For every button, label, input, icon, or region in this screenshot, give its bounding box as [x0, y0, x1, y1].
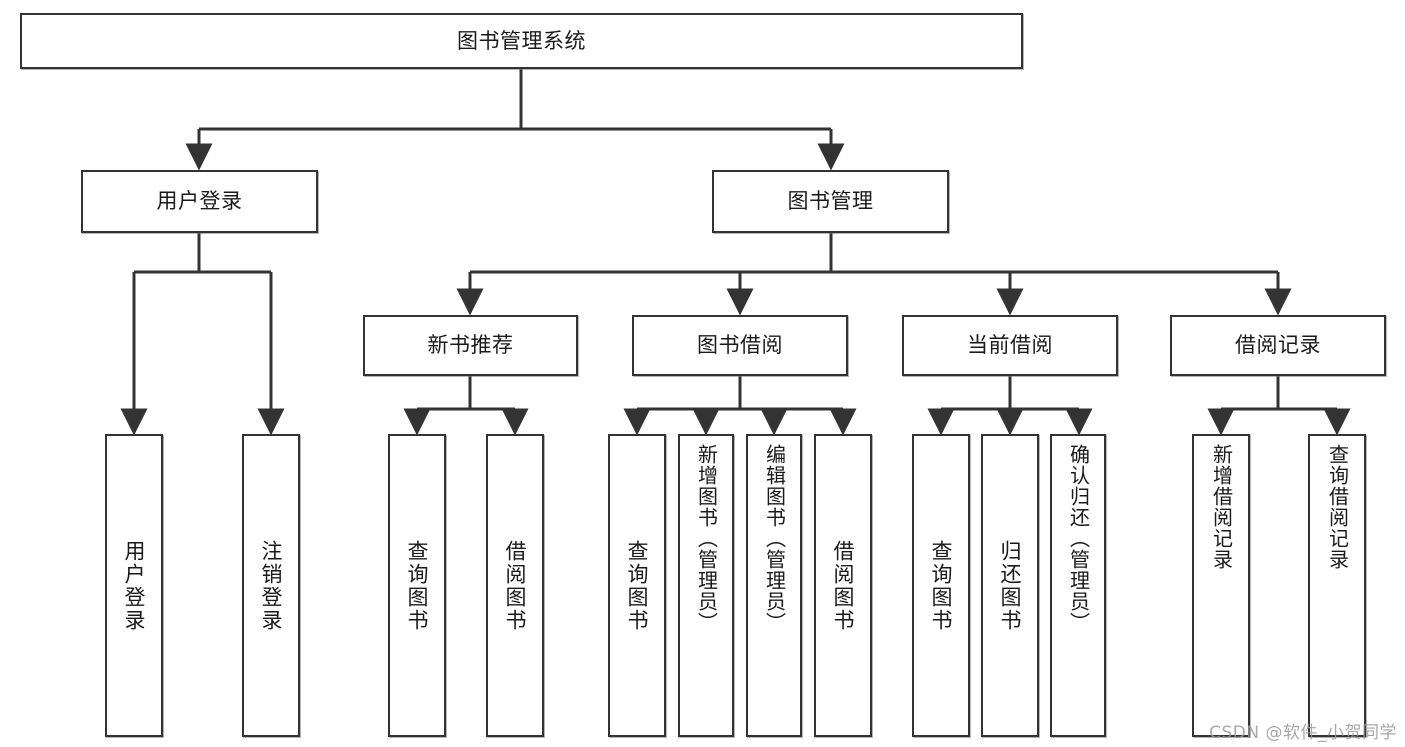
node-leaf-user-login-label: 用户登录: [122, 539, 147, 632]
node-leaf-add-book-label: 新增图书（管理员）: [694, 444, 719, 633]
node-leaf-query-book-3[interactable]: 查询图书: [912, 434, 970, 737]
node-current-borrow[interactable]: 当前借阅: [902, 315, 1118, 376]
node-leaf-query-book-1-label: 查询图书: [405, 539, 430, 632]
node-borrow-record-label: 借阅记录: [1235, 333, 1321, 358]
node-leaf-logout-login[interactable]: 注销登录: [242, 434, 300, 737]
node-leaf-query-book-2[interactable]: 查询图书: [608, 434, 666, 737]
node-leaf-query-book-2-label: 查询图书: [625, 539, 650, 632]
node-root[interactable]: 图书管理系统: [20, 13, 1023, 69]
node-leaf-return-book[interactable]: 归还图书: [981, 434, 1039, 737]
node-leaf-return-book-label: 归还图书: [998, 539, 1023, 632]
node-leaf-query-record-label: 查询借阅记录: [1325, 444, 1350, 570]
node-leaf-add-record[interactable]: 新增借阅记录: [1192, 434, 1250, 737]
node-leaf-user-login[interactable]: 用户登录: [105, 434, 163, 737]
node-leaf-logout-login-label: 注销登录: [259, 539, 284, 632]
node-book-manage[interactable]: 图书管理: [712, 170, 949, 233]
node-leaf-borrow-book-2[interactable]: 借阅图书: [814, 434, 872, 737]
node-new-book-recommend[interactable]: 新书推荐: [363, 315, 578, 376]
node-new-book-recommend-label: 新书推荐: [427, 333, 514, 358]
node-user-login-label: 用户登录: [156, 189, 243, 214]
node-book-borrow-label: 图书借阅: [697, 333, 783, 358]
node-leaf-query-record[interactable]: 查询借阅记录: [1308, 434, 1366, 737]
node-leaf-confirm-return-label: 确认归还（管理员）: [1066, 444, 1091, 633]
node-leaf-query-book-3-label: 查询图书: [929, 539, 954, 632]
watermark-text: CSDN @软件_小贺同学: [1209, 723, 1397, 743]
node-book-manage-label: 图书管理: [787, 189, 874, 214]
node-book-borrow[interactable]: 图书借阅: [632, 315, 848, 376]
node-leaf-borrow-book-2-label: 借阅图书: [831, 539, 856, 632]
node-leaf-query-book-1[interactable]: 查询图书: [388, 434, 446, 737]
node-leaf-confirm-return[interactable]: 确认归还（管理员）: [1050, 434, 1106, 737]
node-leaf-add-book[interactable]: 新增图书（管理员）: [678, 434, 734, 737]
node-leaf-borrow-book-1[interactable]: 借阅图书: [486, 434, 544, 737]
node-root-label: 图书管理系统: [457, 28, 586, 53]
node-borrow-record[interactable]: 借阅记录: [1170, 315, 1386, 376]
node-leaf-edit-book[interactable]: 编辑图书（管理员）: [746, 434, 802, 737]
node-leaf-edit-book-label: 编辑图书（管理员）: [762, 444, 787, 633]
node-leaf-add-record-label: 新增借阅记录: [1209, 444, 1234, 570]
node-leaf-borrow-book-1-label: 借阅图书: [503, 539, 528, 632]
node-current-borrow-label: 当前借阅: [967, 333, 1053, 358]
node-user-login[interactable]: 用户登录: [81, 170, 318, 233]
